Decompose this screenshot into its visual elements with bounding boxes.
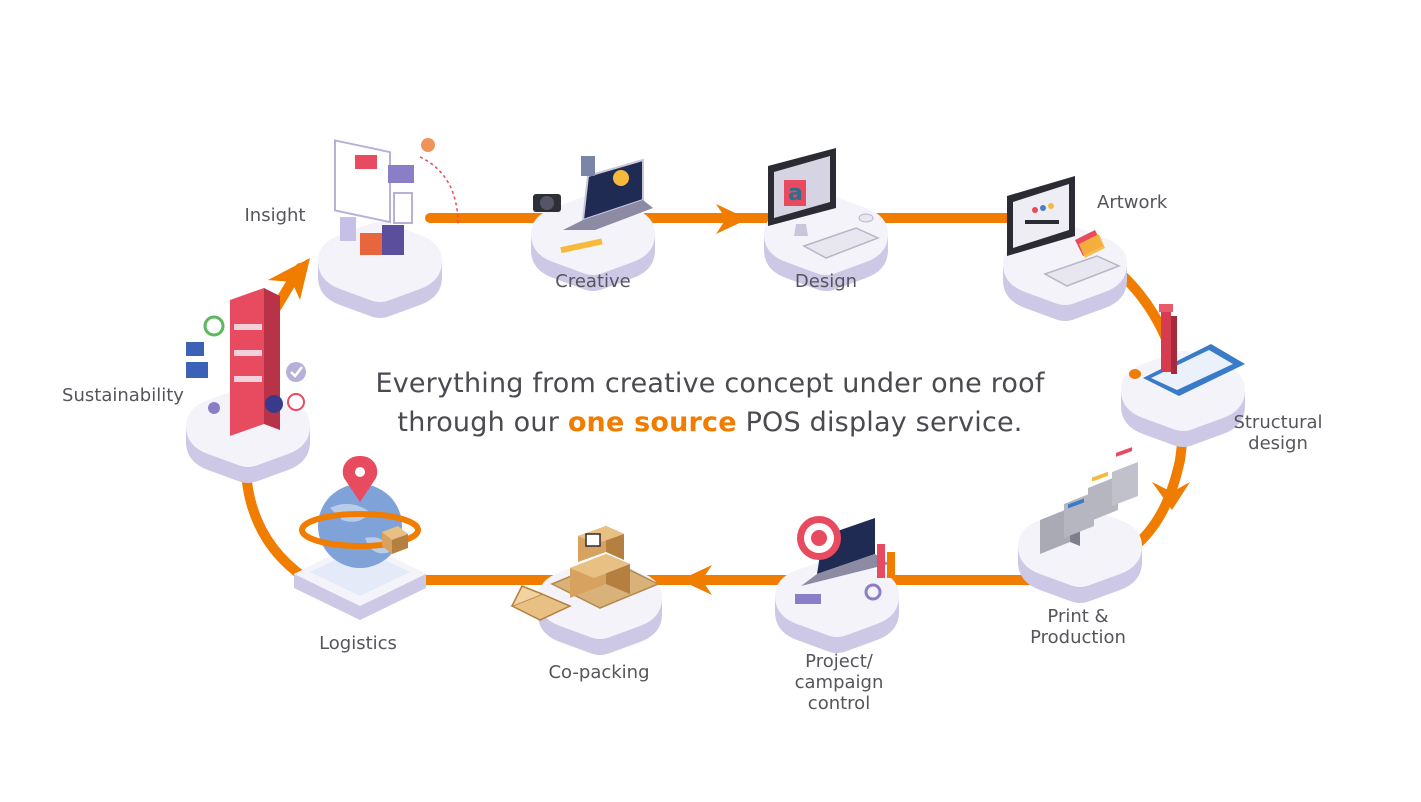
headline-line-1: Everything from creative concept under o… xyxy=(375,368,1045,399)
stage-label-line: control xyxy=(807,693,871,714)
stage-tile-insight xyxy=(318,138,459,318)
stage-tile-creative xyxy=(531,156,655,291)
stage-label-sustainability: Sustainability xyxy=(62,385,184,406)
stage-label-co-packing: Co-packing xyxy=(548,662,650,683)
keyboard-icon xyxy=(802,227,880,259)
box-stack-icon xyxy=(570,526,630,598)
stage-tile-artwork xyxy=(1003,176,1127,321)
stage-label-line: design xyxy=(1248,433,1308,454)
stage-tile-co-packing xyxy=(510,526,662,655)
stage-label-structural-design: Structural design xyxy=(1222,412,1334,454)
stage-tile-logistics xyxy=(294,456,426,620)
stage-tile-sustainability xyxy=(186,288,310,483)
stage-tile-design: a xyxy=(764,148,888,291)
stage-tile-structural-design xyxy=(1121,304,1245,447)
stage-label-project-control: Project/ campaign control xyxy=(783,651,895,714)
gear-icon xyxy=(265,395,283,413)
stage-tile-project-control xyxy=(775,516,899,653)
stage-label-print-production: Print & Production xyxy=(1018,606,1138,648)
headline-line-2-start: through our xyxy=(397,407,560,438)
headline-line-2-end: POS display service. xyxy=(745,407,1023,438)
printing-press-icon xyxy=(1040,447,1138,554)
stage-label-line: Project/ xyxy=(805,651,873,672)
arrow-up-right-icon xyxy=(268,258,310,300)
stage-tile-print-production xyxy=(1018,447,1142,603)
keyboard-icon xyxy=(1043,255,1121,287)
board-icon xyxy=(334,139,391,224)
stage-label-insight: Insight xyxy=(244,205,306,226)
laptop-icon xyxy=(817,518,875,574)
stage-label-logistics: Logistics xyxy=(319,633,397,654)
location-pin-icon xyxy=(342,456,378,502)
info-card-icon xyxy=(186,342,204,356)
checkmark-icon xyxy=(286,362,306,382)
stage-label-line: Structural xyxy=(1233,412,1323,433)
magnifier-icon xyxy=(864,583,882,601)
arrow-down-icon xyxy=(1152,482,1190,510)
recycle-icon xyxy=(203,315,225,337)
stage-label-design: Design xyxy=(794,271,858,292)
arrow-left-icon xyxy=(680,565,712,595)
arrow-right-icon xyxy=(716,204,748,234)
stage-label-line: campaign xyxy=(794,672,884,693)
stage-label-artwork: Artwork xyxy=(1097,192,1168,213)
headline-line-2: through our one source POS display servi… xyxy=(330,403,1090,442)
lightbulb-icon xyxy=(421,138,435,152)
headline-accent: one source xyxy=(567,407,737,438)
stage-label-line: Print & xyxy=(1047,606,1109,627)
stage-label-creative: Creative xyxy=(555,271,631,292)
headline: Everything from creative concept under o… xyxy=(330,364,1090,442)
stage-label-line: Production xyxy=(1030,627,1126,648)
svg-text:a: a xyxy=(788,181,803,206)
parcel-icon xyxy=(382,526,408,540)
